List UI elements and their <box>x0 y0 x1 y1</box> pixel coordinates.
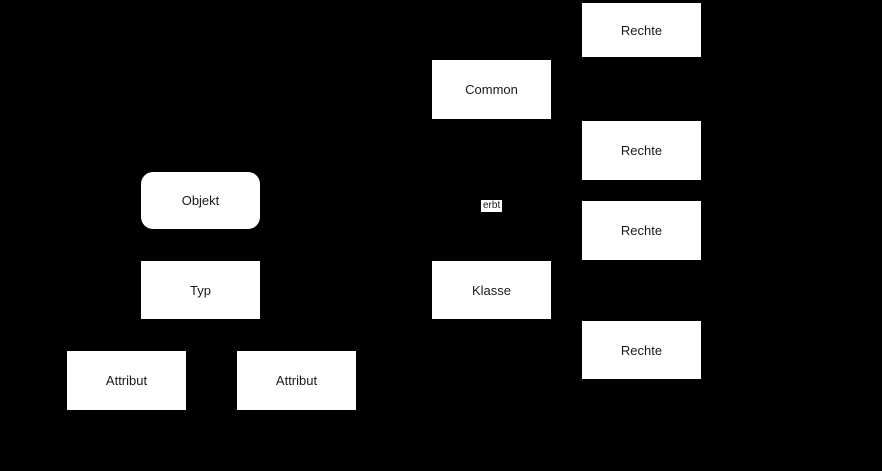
node-rechte-2: Rechte <box>582 121 701 180</box>
node-klasse: Klasse <box>432 261 551 319</box>
edge-label-erbt: erbt <box>481 200 503 212</box>
node-attribut-1-label: Attribut <box>105 373 148 388</box>
node-attribut-2: Attribut <box>237 351 356 410</box>
node-attribut-1: Attribut <box>67 351 186 410</box>
node-objekt-label: Objekt <box>181 193 220 208</box>
node-rechte-2-label: Rechte <box>620 143 663 158</box>
node-common-label: Common <box>465 82 518 97</box>
node-common: Common <box>432 60 551 119</box>
node-rechte-3: Rechte <box>582 201 701 260</box>
node-typ: Typ <box>141 261 260 319</box>
node-rechte-1-label: Rechte <box>620 22 663 38</box>
node-objekt: Objekt <box>141 172 260 229</box>
edge-label-erbt-text: erbt <box>483 200 501 211</box>
node-rechte-3-label: Rechte <box>620 223 663 238</box>
node-rechte-1: Rechte <box>582 3 701 57</box>
node-rechte-4-label: Rechte <box>620 342 663 358</box>
node-rechte-4: Rechte <box>582 321 701 379</box>
node-klasse-label: Klasse <box>471 282 512 298</box>
node-typ-label: Typ <box>190 282 211 298</box>
node-attribut-2-label: Attribut <box>275 373 318 388</box>
